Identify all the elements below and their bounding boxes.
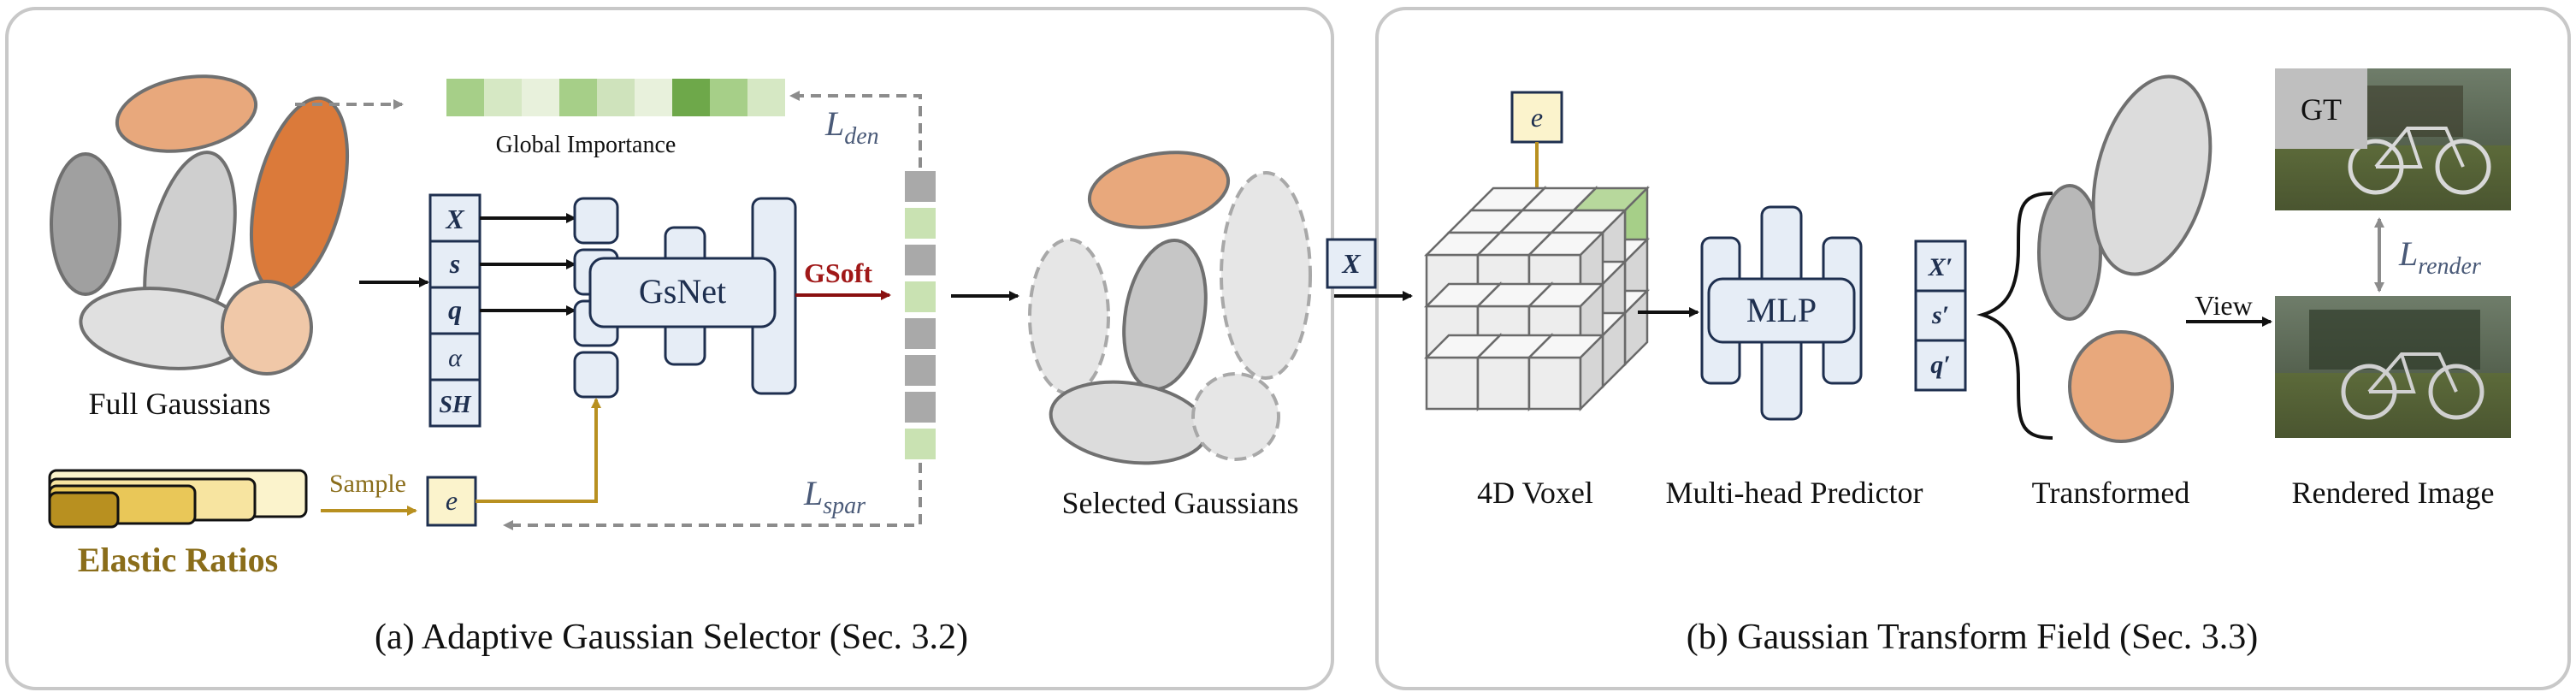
gt-image [2275, 68, 2511, 210]
selected-gaussians-cluster [1028, 151, 1312, 465]
e-label-a: e [446, 485, 458, 516]
voxel-cube [1526, 332, 1606, 412]
loss-spar-dashed-path [503, 463, 922, 530]
gaussian-orange-top [115, 74, 258, 153]
sample-label: Sample [329, 470, 406, 498]
caption-a: (a) Adaptive Gaussian Selector (Sec. 3.2… [375, 618, 968, 657]
attr-x: X [445, 204, 464, 234]
caption-b: (b) Gaussian Transform Field (Sec. 3.3) [1687, 618, 2258, 657]
transformed-label: Transformed [2032, 476, 2190, 510]
panel-b-frame [1375, 7, 2571, 690]
multi-head-predictor [1700, 205, 1863, 421]
render-loss-label: Lrender [2398, 234, 2481, 280]
selected-ghost-right [1220, 171, 1312, 380]
attr-sh: SH [439, 392, 472, 418]
attr-q: q [448, 294, 462, 325]
gaussian-dark-gray [50, 152, 121, 296]
full-gaussians-label: Full Gaussians [88, 387, 270, 421]
view-label: View [2195, 290, 2252, 321]
x-box-b [1326, 238, 1377, 289]
transformed-orange [2068, 330, 2174, 443]
mlp-label: MLP [1746, 291, 1817, 329]
attribute-column: X s q α SH [428, 193, 482, 428]
x-label-b: X [1341, 248, 1361, 279]
predictor-label: Multi-head Predictor [1666, 476, 1923, 510]
elastic-ratios-label: Elastic Ratios [78, 541, 278, 579]
global-importance-label: Global Importance [496, 132, 676, 158]
attr-s: s [449, 248, 460, 279]
e-to-gsnet-arrow [476, 398, 601, 503]
gsoft-label: GSoft [804, 257, 872, 288]
gsnet-network [573, 197, 797, 399]
e-box-a [426, 476, 477, 527]
mlp-box [1707, 277, 1856, 344]
loss-den-label: Lden [824, 104, 879, 150]
rendered-label: Rendered Image [2292, 476, 2495, 510]
gsnet-box [588, 257, 777, 328]
output-s-prime: s′ [1931, 301, 1949, 329]
full-gaussians-cluster [50, 74, 350, 376]
loss-den-dashed-path [789, 91, 922, 168]
elastic-ratios-stack [48, 469, 308, 529]
global-importance-bar [446, 79, 785, 116]
output-x-prime: X′ [1928, 253, 1953, 281]
attr-alpha: α [448, 344, 463, 372]
selected-gaussians-label: Selected Gaussians [1062, 486, 1299, 520]
rendered-image [2275, 296, 2511, 438]
transformed-light-gray [2091, 74, 2213, 276]
mask-column [905, 171, 936, 459]
selected-orange [1087, 151, 1231, 229]
transformed-gaussians [2037, 74, 2213, 443]
loss-spar-label: Lspar [803, 474, 866, 519]
gt-label: GT [2301, 92, 2342, 127]
outputs-column: X′ s′ q′ [1914, 240, 1967, 392]
curly-brace [1976, 192, 2053, 440]
output-q-prime: q′ [1930, 351, 1950, 379]
e-label-b: e [1531, 102, 1543, 133]
voxel-grid [1423, 185, 1651, 412]
gaussian-peach [221, 280, 313, 376]
selected-ghost-small [1191, 372, 1280, 461]
voxel-label: 4D Voxel [1477, 476, 1593, 510]
transformed-mid-gray [2037, 184, 2102, 321]
selected-ghost-left [1028, 238, 1110, 395]
gsnet-label: GsNet [639, 272, 726, 311]
